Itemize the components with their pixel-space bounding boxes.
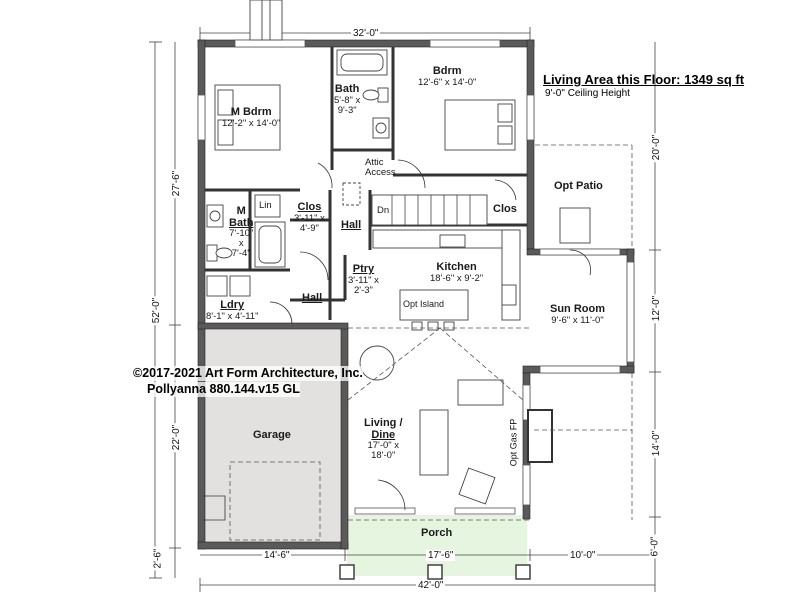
room-name: Living / <box>364 417 403 429</box>
dim-left-porch: 2'-6" <box>152 546 164 571</box>
dim-bottom-right: 10'-0" <box>568 550 598 561</box>
dim-bottom-porch: 17'-6" <box>426 550 456 561</box>
living-area-label: Living Area this Floor: 1349 sq ft <box>543 72 745 87</box>
room-size: 4'-9" <box>299 222 319 234</box>
copyright-line-1: ©2017-2021 Art Form Architecture, Inc. <box>133 366 363 381</box>
dim-bottom-garage: 14'-6" <box>262 550 292 561</box>
room-name: Lin <box>259 200 272 211</box>
room-name: Ptry <box>352 263 375 275</box>
dim-left-total: 52'-0" <box>151 295 163 326</box>
attic-access: Attic Access <box>365 158 396 178</box>
room-sun-room: Sun Room 9'-6" x 11'-0" <box>550 303 605 326</box>
room-name: Porch <box>421 527 453 539</box>
room-porch: Porch <box>421 527 453 540</box>
room-size: 2'-3" <box>353 284 373 296</box>
copyright-line-2: Pollyanna 880.144.v15 GL <box>147 382 300 397</box>
room-size: x <box>238 238 244 250</box>
fireplace-label: Opt Gas FP <box>508 416 520 469</box>
room-size: 5'-8" x <box>334 94 361 106</box>
room-name: Dine <box>371 428 396 441</box>
ceiling-height-label: 9'-0" Ceiling Height <box>545 88 630 99</box>
room-name: M Bdrm <box>230 106 272 118</box>
garage-fill <box>203 328 345 546</box>
dim-right-porch: 6'-0" <box>649 534 661 559</box>
windows <box>197 39 635 515</box>
room-name: Opt Patio <box>554 180 603 192</box>
room-bath-upper: Bath 5'-8" x 9'-3" <box>334 83 361 116</box>
porch-posts <box>339 564 531 580</box>
stairs-dn-label: Dn <box>377 205 390 216</box>
room-name: Bath <box>334 83 360 95</box>
room-name: Hall <box>302 292 323 304</box>
opt-island: Opt Island <box>403 299 445 309</box>
room-name: Ldry <box>220 299 245 311</box>
dim-right-upper: 20'-0" <box>651 132 663 163</box>
chimney-stub <box>249 0 283 41</box>
dim-left-upper: 27'-6" <box>171 168 183 199</box>
dashed-lines <box>229 144 633 541</box>
room-name: Clos <box>297 201 322 213</box>
room-ldry: Ldry 8'-1" x 4'-11" <box>206 299 259 322</box>
dim-right-living: 14'-0" <box>651 428 663 459</box>
door-swings <box>203 159 591 521</box>
room-name: Sun Room <box>550 303 605 315</box>
room-clos-right: Clos <box>493 203 517 216</box>
room-size: 9'-6" x 11'-0" <box>551 314 604 326</box>
room-size: 3'-11" x <box>348 274 379 286</box>
room-m-bdrm: M Bdrm 12'-2" x 14'-0" <box>222 106 281 129</box>
room-size: 18'-0" <box>371 450 396 462</box>
attic-line-1: Attic <box>365 157 384 168</box>
fixtures <box>206 49 591 505</box>
room-name: Bdrm <box>432 65 462 77</box>
room-hall-upper: Hall <box>341 219 362 232</box>
room-size: 12'-6" x 14'-0" <box>418 76 477 88</box>
room-clos-left: Clos 3'-11" x 4'-9" <box>294 201 325 234</box>
room-name: Garage <box>253 429 291 441</box>
room-opt-patio: Opt Patio <box>554 180 603 193</box>
dim-bottom-width: 42'-0" <box>416 580 446 591</box>
opt-island-label: Opt Island <box>403 299 445 309</box>
room-living: Living / Dine 17'-0" x 18'-0" <box>364 417 403 462</box>
room-size: 18'-6" x 9'-2" <box>430 272 484 284</box>
room-size: 12'-2" x 14'-0" <box>222 117 281 129</box>
room-name: Kitchen <box>436 261 477 273</box>
dim-left-garage: 22'-0" <box>171 422 183 453</box>
dim-top-width: 32'-0" <box>351 28 381 39</box>
room-size: 7'-10" <box>229 228 254 240</box>
dim-right-sun: 12'-0" <box>651 293 663 324</box>
room-ptry: Ptry 3'-11" x 2'-3" <box>348 263 379 296</box>
room-name: Clos <box>493 203 517 215</box>
room-lin: Lin <box>259 201 272 211</box>
room-kitchen: Kitchen 18'-6" x 9'-2" <box>430 261 484 284</box>
room-name: Hall <box>341 219 362 231</box>
room-size: 7'-4" <box>231 248 251 260</box>
room-size: 8'-1" x 4'-11" <box>206 310 259 322</box>
room-bdrm: Bdrm 12'-6" x 14'-0" <box>418 65 477 88</box>
stairs-dn: Dn <box>377 206 389 216</box>
attic-line-2: Access <box>365 166 396 178</box>
room-name: Bath <box>229 216 254 229</box>
room-m-bath: M Bath 7'-10" x 7'-4" <box>229 205 254 260</box>
room-garage: Garage <box>253 429 291 442</box>
stair-treads <box>391 195 471 225</box>
room-size: 9'-3" <box>337 104 357 116</box>
room-size: 17'-0" x <box>367 440 400 452</box>
room-size: 3'-11" x <box>294 212 325 224</box>
room-name: M <box>236 205 246 217</box>
room-hall-lower: Hall <box>302 292 323 305</box>
